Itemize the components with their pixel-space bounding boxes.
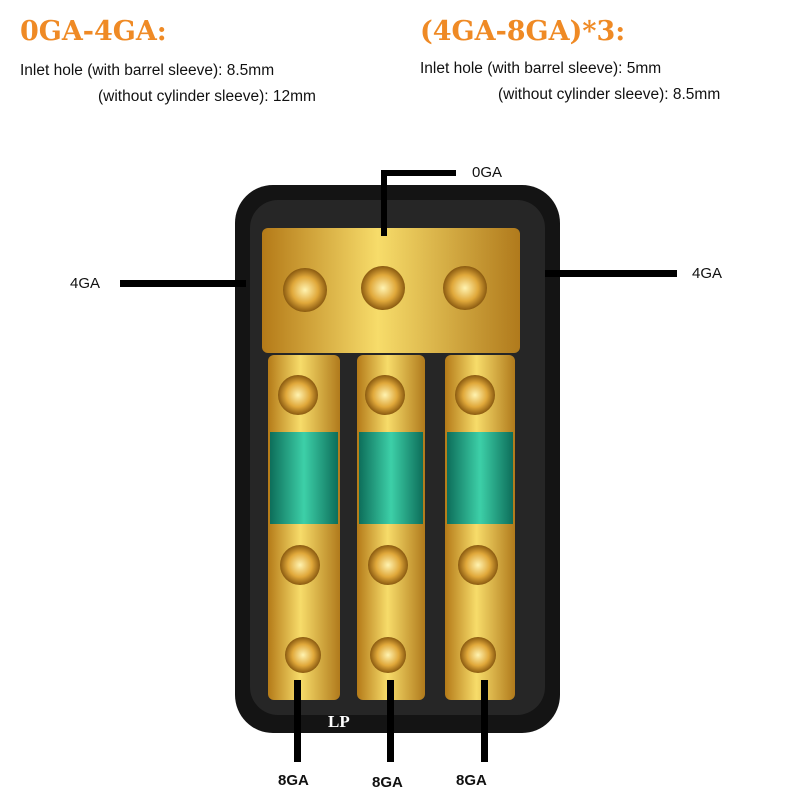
callout-bottom-3: 8GA <box>456 772 487 789</box>
callout-bottom-2: 8GA <box>372 774 403 791</box>
callout-left: 4GA <box>70 275 101 292</box>
brand-logo: LP <box>328 712 350 731</box>
right-spec-line2: (without cylinder sleeve): 8.5mm <box>498 86 721 103</box>
callout-bottom-1: 8GA <box>278 772 309 789</box>
callout-top: 0GA <box>472 164 503 181</box>
callout-right: 4GA <box>692 265 723 282</box>
fuse-strips <box>268 355 515 700</box>
left-spec-title: 0GA-4GA: <box>20 16 167 47</box>
left-spec-line2: (without cylinder sleeve): 12mm <box>98 88 316 105</box>
callout-lines <box>120 170 677 762</box>
right-spec-line1: Inlet hole (with barrel sleeve): 5mm <box>420 60 662 77</box>
left-spec-line1: Inlet hole (with barrel sleeve): 8.5mm <box>20 62 275 79</box>
screws <box>278 266 498 673</box>
right-spec-title: (4GA-8GA)*3: <box>420 16 626 47</box>
